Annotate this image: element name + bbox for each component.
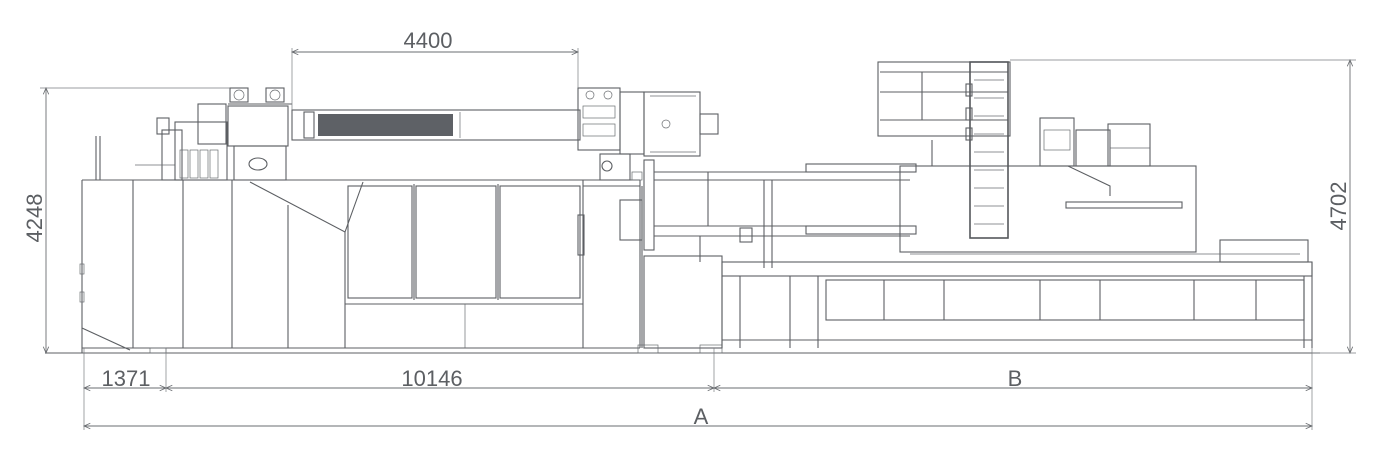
dimension-label-height-right: 4702 [1326, 182, 1351, 231]
dimension-label-height-left: 4248 [22, 194, 47, 243]
dimension-label-overall: A [694, 404, 709, 429]
ladder [965, 61, 1009, 239]
machine-base-frame [721, 239, 1313, 348]
upper-platform [877, 61, 1011, 137]
injection-unit-housing [79, 179, 641, 354]
dimension-label-top-span: 4400 [404, 28, 453, 53]
injection-barrel [291, 87, 621, 151]
machine-outline [45, 61, 1320, 354]
fixed-platen [599, 91, 723, 354]
dimension-label-seg1: 1371 [102, 366, 151, 391]
clamp-unit [899, 117, 1197, 253]
dimension-label-seg3: B [1008, 366, 1023, 391]
dimension-lines [40, 48, 1356, 430]
tie-bars [654, 163, 917, 268]
dimension-label-seg2: 10146 [401, 366, 462, 391]
injection-drive-assembly [95, 87, 292, 181]
